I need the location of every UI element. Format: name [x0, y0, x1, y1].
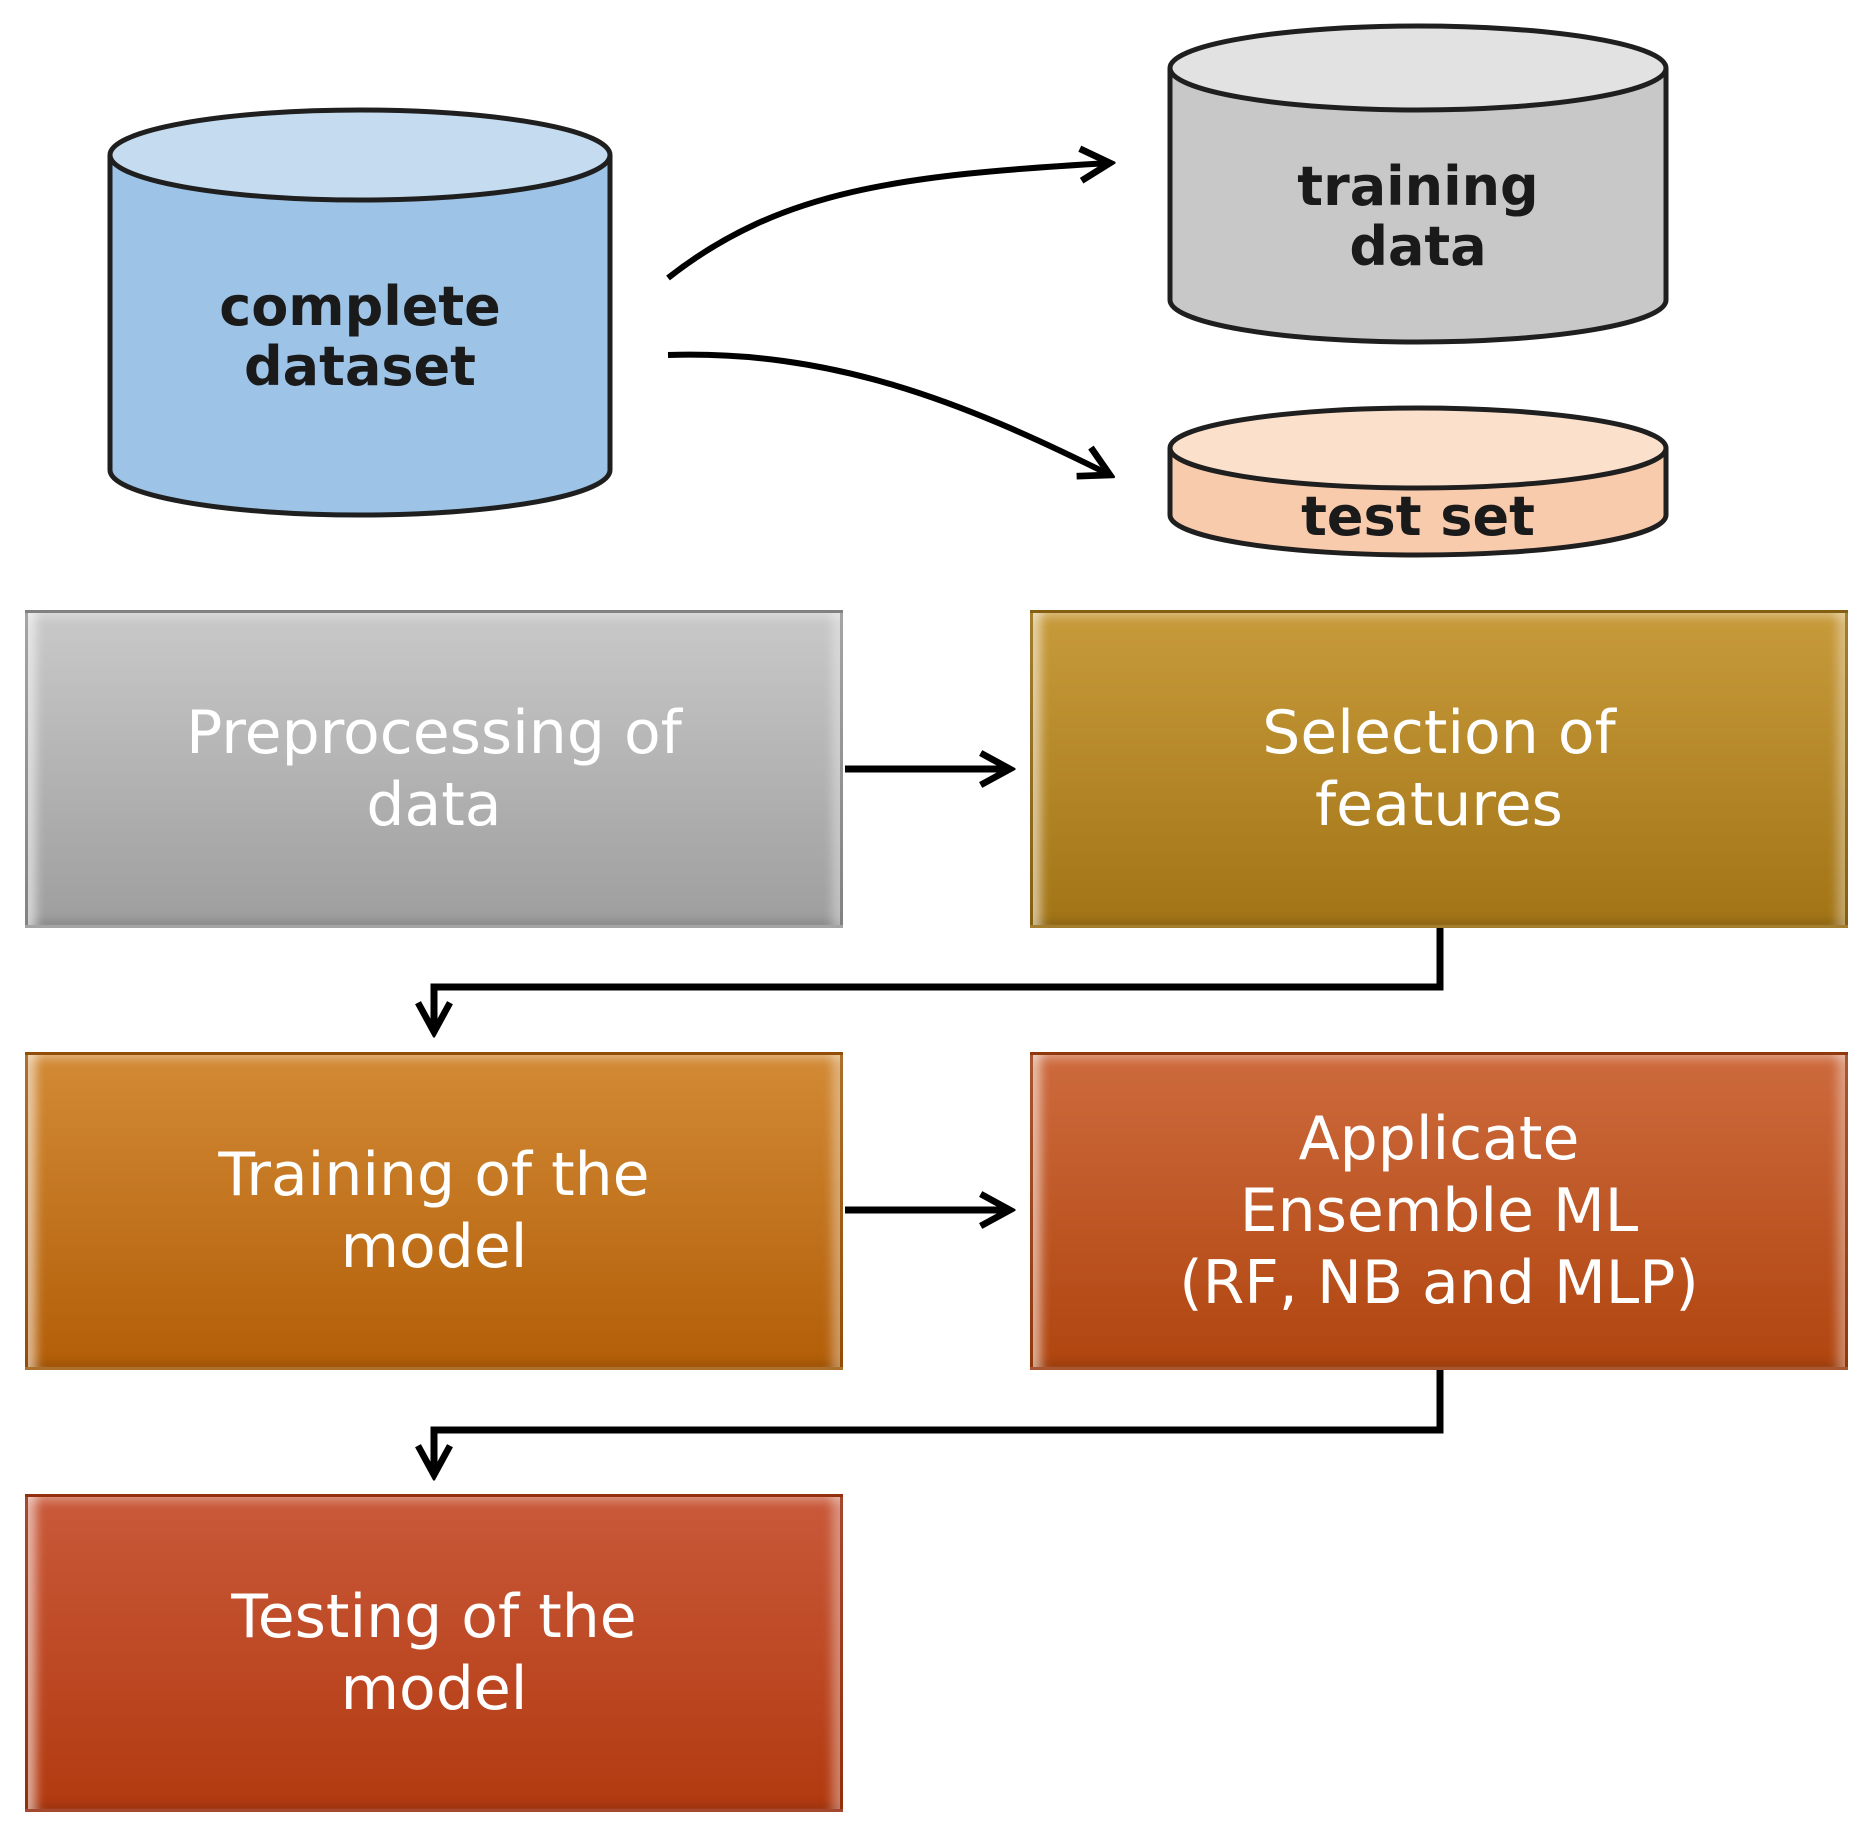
ensemble-ml-step-box: Applicate Ensemble ML (RF, NB and MLP): [1030, 1052, 1848, 1370]
test-set-label: test set: [1301, 485, 1535, 548]
complete-dataset-cylinder: complete dataset: [107, 107, 613, 518]
preprocessing-step-box: Preprocessing of data: [25, 610, 843, 928]
arrow-ensemble-to-testing: [434, 1370, 1444, 1475]
training-data-cylinder: training data: [1167, 23, 1669, 345]
complete-dataset-label-line2: dataset: [244, 335, 476, 398]
test-set-cylinder: test set: [1167, 405, 1669, 558]
feature-selection-step-box: Selection of features: [1030, 610, 1848, 928]
training-data-label-line2: data: [1349, 215, 1486, 278]
arrow-selection-to-training: [434, 928, 1444, 1032]
arrow-to-test-set: [667, 351, 1110, 475]
complete-dataset-label-line1: complete: [219, 275, 501, 338]
training-data-label-line1: training: [1297, 155, 1538, 218]
model-training-step-box: Training of the model: [25, 1052, 843, 1370]
model-testing-step-box: Testing of the model: [25, 1494, 843, 1812]
arrow-to-training-data: [666, 163, 1110, 281]
